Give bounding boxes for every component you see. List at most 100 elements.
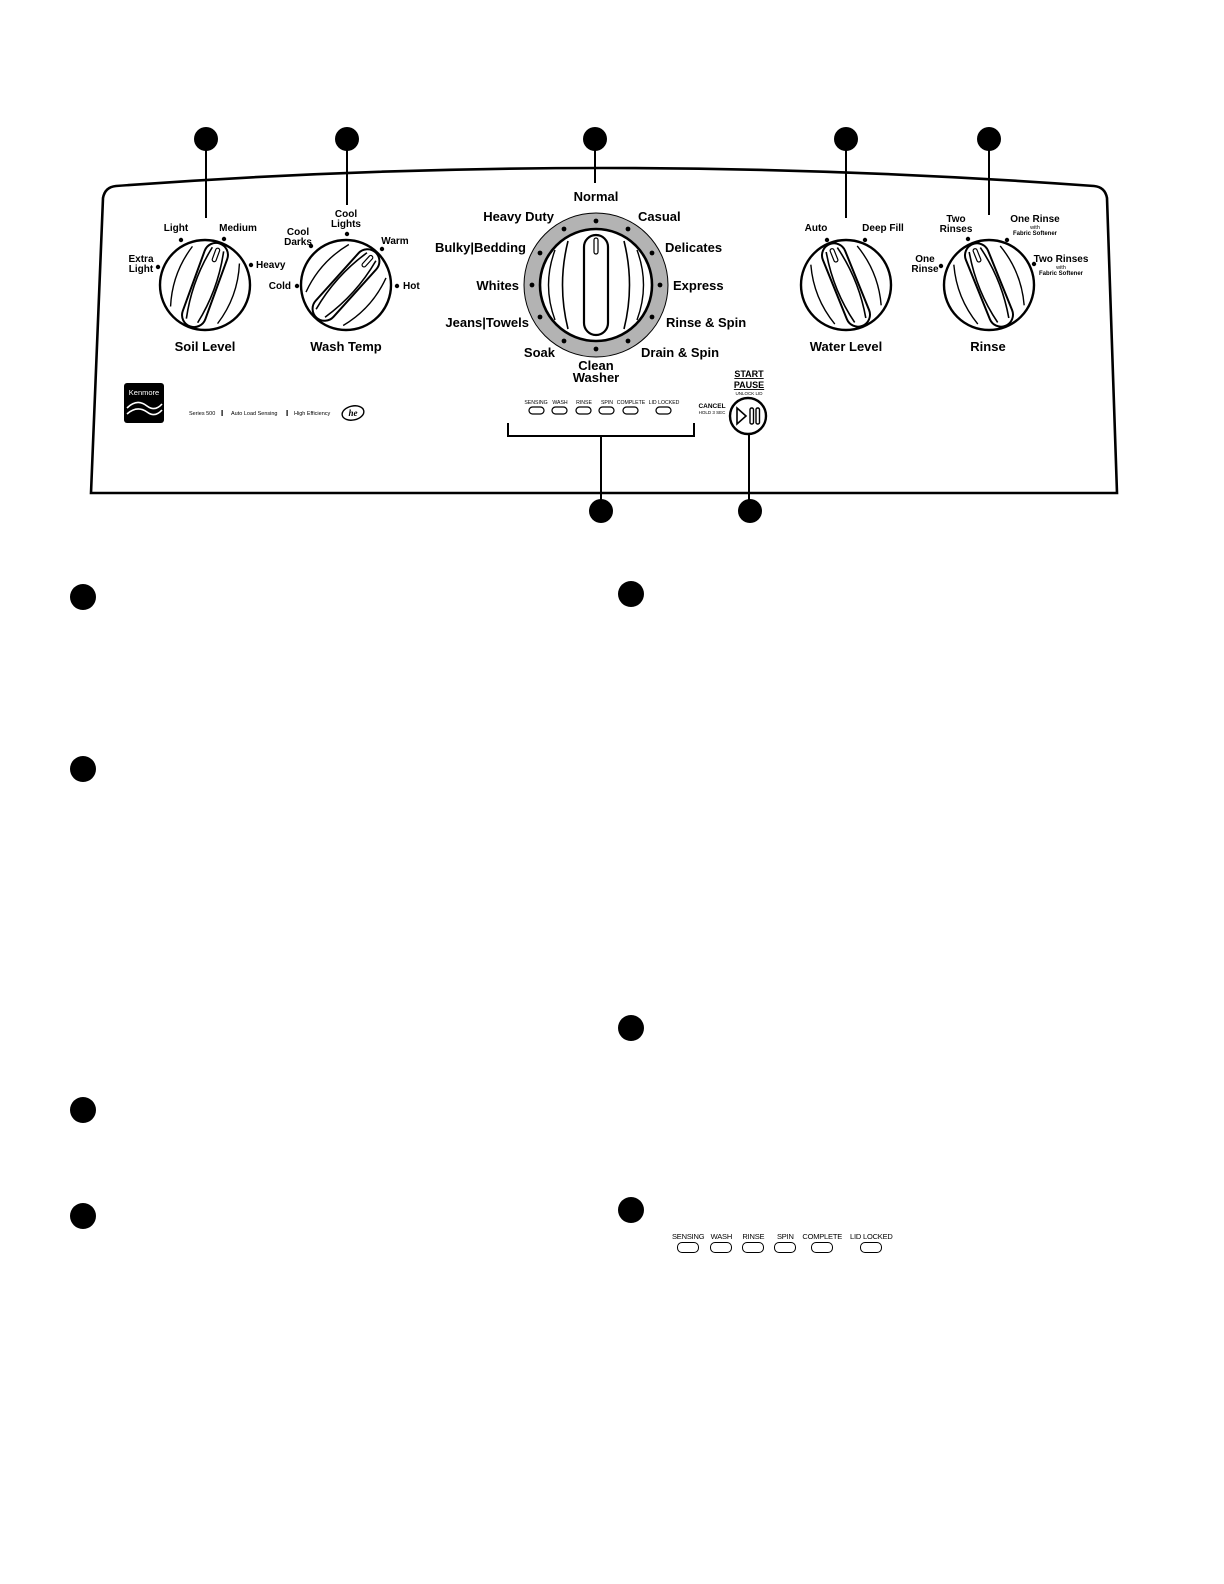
water-level-labels: Auto Deep Fill Water Level: [805, 223, 904, 354]
water-option-auto: Auto: [805, 223, 828, 234]
legend-status-sensing: SENSING: [672, 1232, 705, 1253]
cycle-express: Express: [673, 278, 724, 293]
rinse-labels: One Rinse Two Rinses One Rinse with Fabr…: [911, 214, 1088, 354]
temp-option-cold: Cold: [269, 281, 291, 292]
pause-label: PAUSE: [734, 380, 764, 390]
section-marker-start-pause: [618, 1015, 644, 1041]
cycle-jeans-towels: Jeans|Towels: [445, 315, 529, 330]
cancel-label: CANCEL: [698, 403, 725, 410]
section-marker-soil-level: [70, 584, 96, 610]
section-marker-rinse: [70, 1203, 96, 1229]
pause-icon-bar1: [749, 407, 755, 425]
svg-text:SPIN: SPIN: [601, 400, 613, 406]
water-level-knob[interactable]: [799, 233, 893, 337]
wash-temp-title: Wash Temp: [310, 339, 382, 354]
cycle-rinse-spin: Rinse & Spin: [666, 315, 746, 330]
svg-text:SENSING: SENSING: [524, 400, 547, 406]
callout-rinse: [977, 127, 1001, 151]
soil-option-extra-light-1: Extra: [128, 254, 153, 265]
callout-status-lights: [589, 499, 613, 523]
soil-option-medium: Medium: [219, 223, 257, 234]
svg-text:COMPLETE: COMPLETE: [617, 400, 646, 406]
rinse-knob[interactable]: [942, 233, 1036, 337]
water-level-title: Water Level: [810, 339, 883, 354]
cycle-selector-knob[interactable]: [523, 212, 669, 358]
temp-option-cool-lights-1: Cool: [335, 209, 357, 220]
status-light-spin: SPIN: [598, 400, 615, 415]
status-light-lid-locked: LID LOCKED: [649, 400, 680, 415]
cycle-casual: Casual: [638, 209, 681, 224]
rinse-option-two-rinses-2: Rinses: [940, 224, 973, 235]
legend-status-spin: SPIN: [774, 1232, 797, 1253]
logo-text: Kenmore: [129, 388, 159, 397]
start-label: START: [734, 369, 764, 379]
cycle-soak: Soak: [524, 345, 556, 360]
pause-icon-bar2: [755, 407, 761, 425]
soil-option-light: Light: [164, 223, 189, 234]
rinse-option-two-rinses-softener: Two Rinses: [1034, 254, 1089, 265]
wash-temp-labels: Cold Cool Darks Cool Lights Warm Hot Was…: [269, 209, 421, 354]
svg-text:WASH: WASH: [552, 400, 568, 406]
start-pause-labels: START PAUSE UNLOCK LID CANCEL HOLD 3 SEC: [698, 369, 764, 415]
status-lights-legend: SENSING WASH RINSE SPIN COMPLETE LID LOC…: [672, 1232, 899, 1253]
series-text: Series 500: [189, 411, 215, 417]
feature-auto-load-sensing: Auto Load Sensing: [231, 411, 277, 417]
feature-high-efficiency: High Efficiency: [294, 411, 331, 417]
cycle-labels: Normal Casual Delicates Express Rinse & …: [435, 189, 746, 385]
soil-level-knob[interactable]: [158, 233, 252, 336]
svg-text:LID LOCKED: LID LOCKED: [649, 400, 680, 406]
cycle-dots: [529, 218, 663, 352]
section-marker-wash-temp: [70, 756, 96, 782]
water-option-deep-fill: Deep Fill: [862, 223, 904, 234]
section-marker-cycle: [618, 581, 644, 607]
wash-temp-knob[interactable]: [294, 232, 397, 338]
legend-status-complete: COMPLETE: [802, 1232, 842, 1253]
temp-option-warm: Warm: [381, 236, 409, 247]
callout-markers: [194, 127, 1001, 523]
brand-tagline: Series 500 Auto Load Sensing High Effici…: [189, 405, 365, 421]
cycle-clean-washer-1: Clean: [578, 358, 613, 373]
temp-option-cool-darks-1: Cool: [287, 227, 309, 238]
panel-status-lights: SENSING WASH RINSE SPIN COMPLETE LID LOC…: [524, 400, 680, 415]
soil-option-heavy: Heavy: [256, 260, 286, 271]
rinse-option-two-rinses-softener-sub1: with: [1055, 265, 1066, 271]
cycle-delicates: Delicates: [665, 240, 722, 255]
callout-water-level: [834, 127, 858, 151]
start-pause-button[interactable]: [728, 396, 768, 436]
status-light-wash: WASH: [551, 400, 568, 415]
cancel-hint: HOLD 3 SEC: [699, 410, 727, 415]
play-icon: [736, 406, 748, 426]
cycle-whites: Whites: [476, 278, 519, 293]
callout-wash-temp: [335, 127, 359, 151]
he-badge: he: [349, 408, 358, 418]
status-light-complete: COMPLETE: [617, 400, 646, 415]
temp-option-cool-lights-2: Lights: [331, 219, 361, 230]
cycle-drain-spin: Drain & Spin: [641, 345, 719, 360]
soil-level-dots: [155, 236, 254, 270]
rinse-option-one-rinse-softener: One Rinse: [1010, 214, 1060, 225]
soil-level-title: Soil Level: [175, 339, 236, 354]
status-light-rinse: RINSE: [575, 400, 592, 415]
rinse-option-one-rinse-2: Rinse: [911, 264, 939, 275]
unlock-lid-label: UNLOCK LID: [735, 391, 763, 396]
rinse-option-one-rinse-softener-sub1: with: [1029, 225, 1040, 231]
rinse-dots: [938, 236, 1037, 269]
callout-soil-level: [194, 127, 218, 151]
soil-option-extra-light-2: Light: [129, 264, 154, 275]
section-marker-status-lights: [618, 1197, 644, 1223]
cycle-heavy-duty: Heavy Duty: [483, 209, 555, 224]
status-light-sensing: SENSING: [524, 400, 548, 415]
legend-status-rinse: RINSE: [742, 1232, 765, 1253]
water-level-dots: [824, 237, 868, 243]
rinse-option-one-rinse-1: One: [915, 254, 935, 265]
wash-temp-dots: [294, 231, 400, 289]
cycle-bulky-bedding: Bulky|Bedding: [435, 240, 526, 255]
temp-option-cool-darks-2: Darks: [284, 237, 312, 248]
temp-option-hot: Hot: [403, 281, 420, 292]
cycle-normal: Normal: [574, 189, 619, 204]
section-marker-water-level: [70, 1097, 96, 1123]
rinse-option-two-rinses-softener-sub2: Fabric Softener: [1039, 271, 1084, 277]
legend-status-lid-locked: LID LOCKED: [850, 1232, 893, 1253]
rinse-option-two-rinses-1: Two: [946, 214, 965, 225]
